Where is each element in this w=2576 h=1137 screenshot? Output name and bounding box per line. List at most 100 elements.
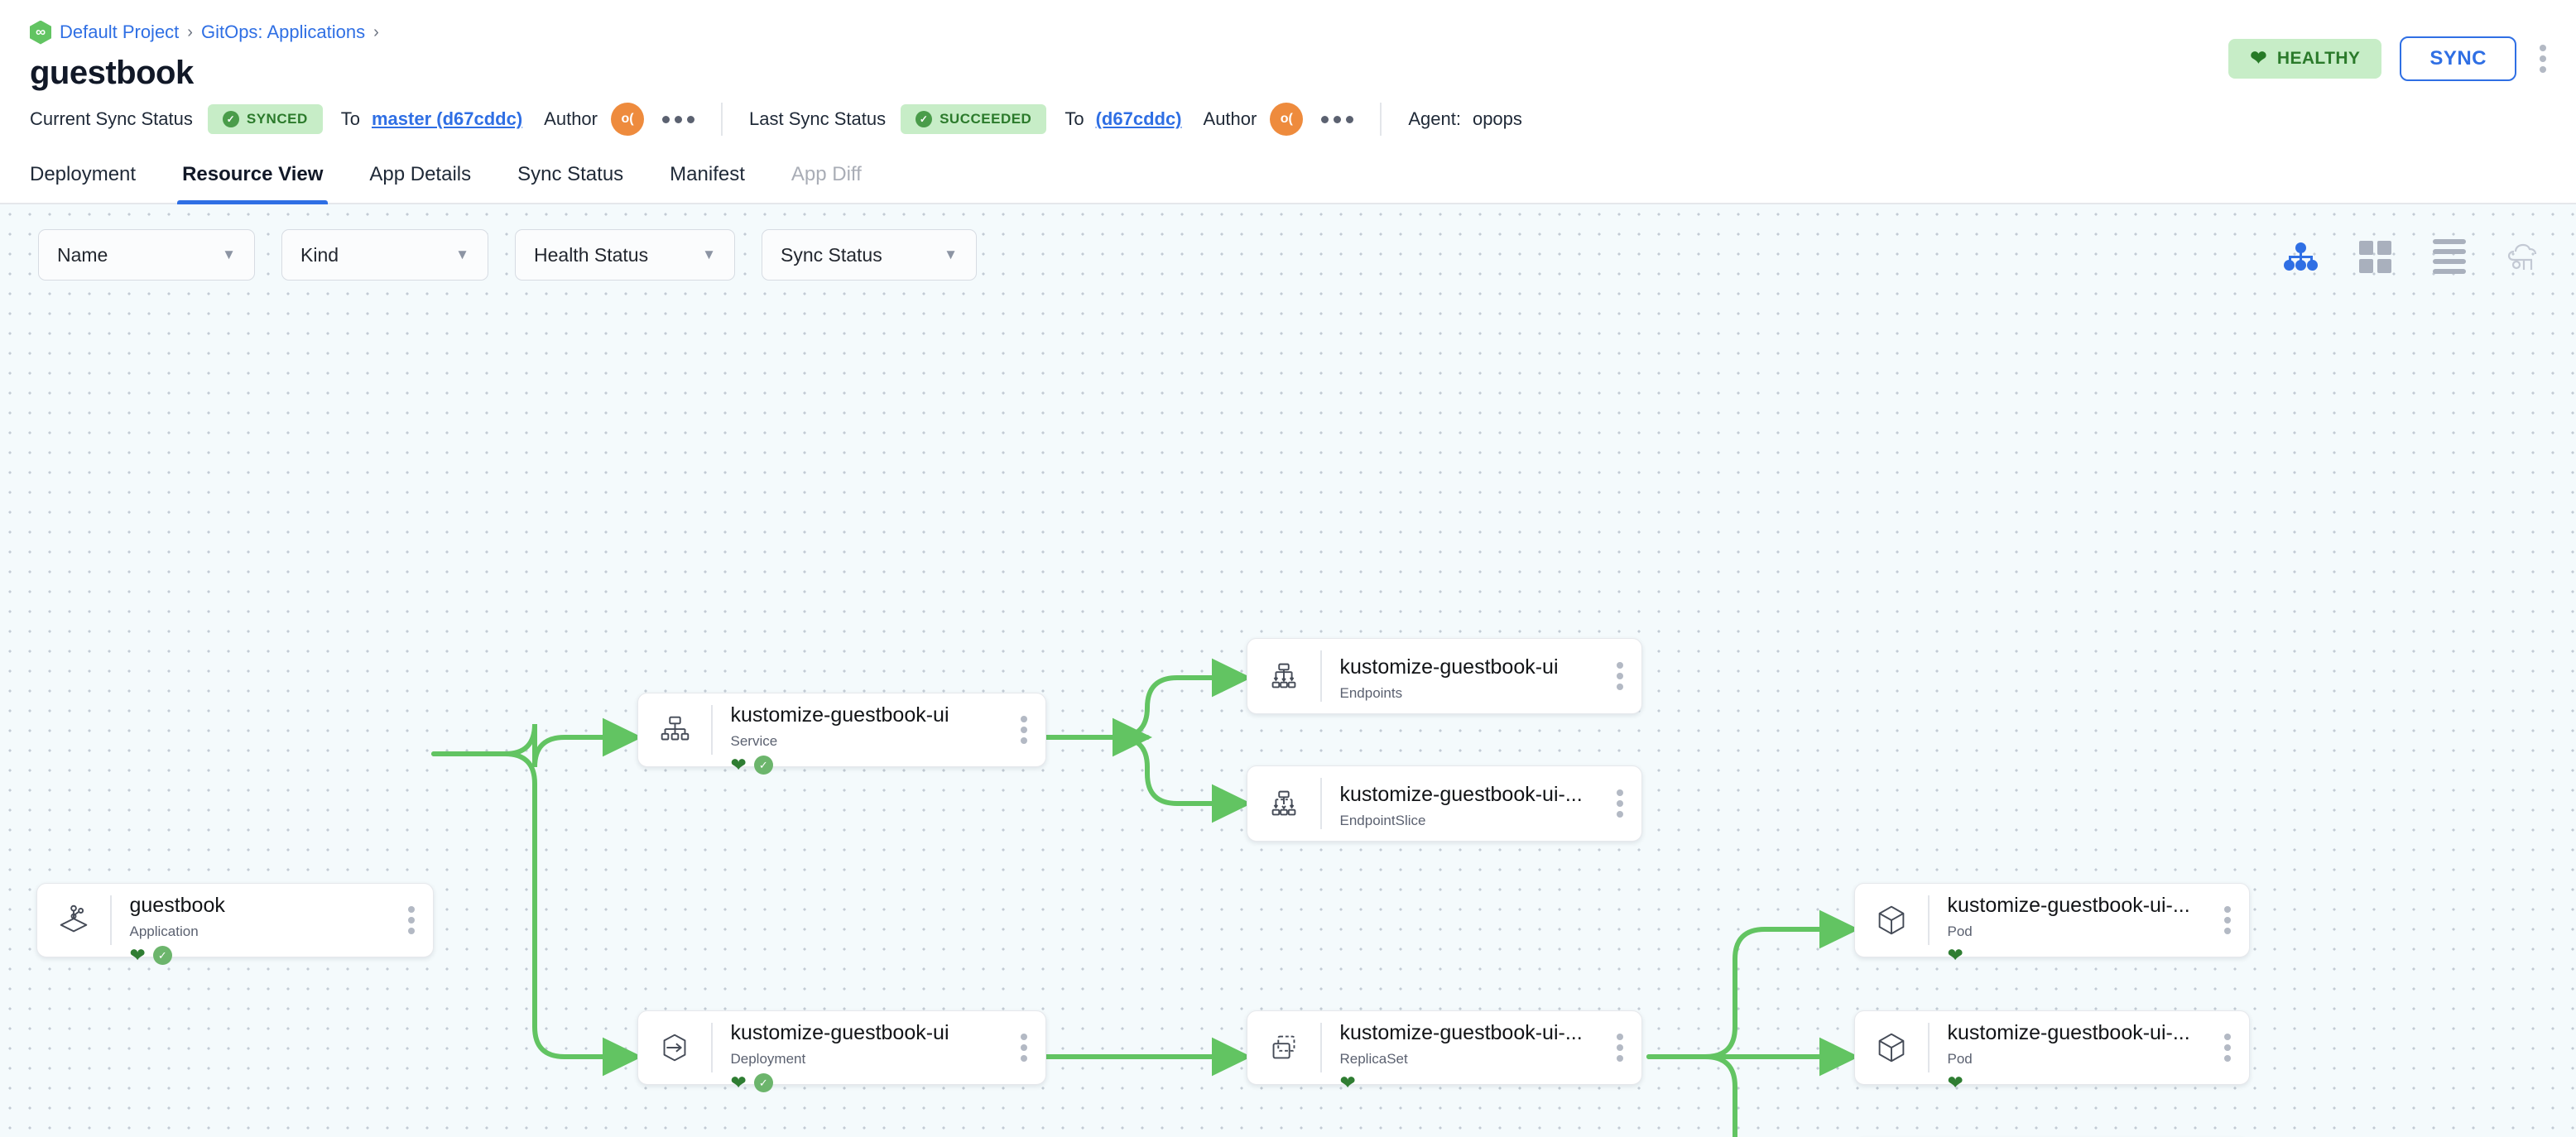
page-title: guestbook	[30, 55, 194, 91]
tab-sync-status[interactable]: Sync Status	[517, 163, 624, 185]
tree-view-icon[interactable]	[2281, 239, 2319, 274]
node-badges: ❤ ✓	[731, 756, 1046, 775]
filter-bar: Name ▼ Kind ▼ Health Status ▼ Sync Statu…	[38, 229, 977, 281]
page-header: ∞ Default Project › GitOps: Applications…	[0, 0, 2576, 92]
node-menu-icon[interactable]	[1613, 1030, 1627, 1065]
health-heart-icon: ❤	[1339, 1072, 1356, 1094]
health-badge-label: HEALTHY	[2276, 49, 2361, 68]
breadcrumb-separator: ›	[187, 22, 193, 41]
filter-sync-status-label: Sync Status	[781, 243, 882, 266]
node-kind: Service	[730, 732, 778, 749]
last-revision-link[interactable]: (d67cddc)	[1095, 108, 1182, 129]
node-badges: ❤ ✓	[130, 946, 434, 966]
health-heart-icon: ❤	[730, 754, 747, 776]
sync-check-icon: ✓	[753, 756, 773, 775]
sync-check-icon: ✓	[152, 946, 172, 966]
hexagon-infinity-icon: ∞	[30, 20, 51, 45]
last-to-label: To	[1065, 108, 1084, 129]
status-bar: Current Sync Status ✓ SYNCED To master (…	[0, 92, 2576, 146]
pod-icon	[1855, 1011, 1928, 1084]
divider	[711, 705, 713, 755]
list-view-icon[interactable]	[2430, 239, 2468, 274]
divider	[1928, 895, 1930, 945]
divider	[1928, 1023, 1930, 1072]
endpointslice-icon	[1247, 766, 1320, 841]
graph-node-deployment[interactable]: kustomize-guestbook-ui Deployment ❤ ✓	[637, 1010, 1046, 1093]
node-menu-icon[interactable]	[2221, 1030, 2234, 1065]
graph-node-replicaset[interactable]: kustomize-guestbook-ui-... ReplicaSet ❤	[1247, 1010, 1642, 1092]
divider	[1380, 103, 1382, 136]
kebab-vertical-icon[interactable]	[2535, 40, 2551, 78]
node-kind: Deployment	[730, 1050, 806, 1067]
tab-deployment[interactable]: Deployment	[30, 163, 137, 185]
tab-app-diff: App Diff	[791, 163, 862, 185]
filter-name-select[interactable]: Name ▼	[38, 229, 255, 281]
current-sync-status-chip-label: SYNCED	[246, 111, 308, 127]
kebab-horizontal-icon[interactable]	[1321, 115, 1354, 123]
node-menu-icon[interactable]	[1613, 659, 1627, 693]
node-badges: ❤	[1948, 946, 2250, 966]
node-kind: Pod	[1947, 923, 1973, 939]
node-title: kustomize-guestbook-ui	[730, 1021, 949, 1044]
tab-app-details[interactable]: App Details	[369, 163, 472, 185]
node-title: kustomize-guestbook-ui-...	[1339, 1021, 1583, 1044]
filter-health-status-select[interactable]: Health Status ▼	[515, 229, 735, 281]
network-view-icon[interactable]	[2505, 239, 2543, 274]
current-to-label: To	[340, 108, 360, 129]
divider	[721, 103, 723, 136]
pod-icon	[1855, 884, 1928, 957]
graph-node-pod[interactable]: kustomize-guestbook-ui-... Pod ❤	[1854, 883, 2250, 965]
breadcrumb-item-gitops-applications[interactable]: GitOps: Applications	[200, 22, 366, 42]
node-menu-icon[interactable]	[1613, 786, 1627, 821]
resource-graph-canvas[interactable]: Name ▼ Kind ▼ Health Status ▼ Sync Statu…	[0, 204, 2576, 1137]
graph-node-application[interactable]: guestbook Application ❤ ✓	[36, 883, 434, 966]
current-revision-link[interactable]: master (d67cddc)	[371, 108, 523, 129]
heart-icon: ❤	[2250, 47, 2267, 70]
header-actions: ❤ HEALTHY SYNC	[2228, 36, 2551, 81]
chevron-down-icon: ▼	[702, 247, 716, 262]
kebab-horizontal-icon[interactable]	[662, 115, 694, 123]
last-sync-status-label: Last Sync Status	[749, 108, 887, 129]
node-menu-icon[interactable]	[2221, 903, 2234, 938]
filter-health-status-label: Health Status	[534, 243, 649, 266]
tab-bar: Deployment Resource View App Details Syn…	[0, 146, 2576, 204]
filter-kind-select[interactable]: Kind ▼	[281, 229, 488, 281]
service-icon	[638, 693, 711, 766]
divider	[711, 1023, 713, 1072]
filter-sync-status-select[interactable]: Sync Status ▼	[762, 229, 977, 281]
node-title: kustomize-guestbook-ui-...	[1947, 894, 2190, 917]
last-author-label: Author	[1203, 108, 1257, 129]
replicaset-icon	[1247, 1011, 1320, 1084]
grid-view-icon[interactable]	[2356, 239, 2394, 274]
node-kind: EndpointSlice	[1339, 812, 1426, 828]
last-sync-status-chip-label: SUCCEEDED	[940, 111, 1032, 127]
node-menu-icon[interactable]	[1017, 712, 1031, 747]
breadcrumb-item-default-project[interactable]: Default Project	[60, 22, 180, 42]
divider	[110, 895, 112, 945]
node-kind: Endpoints	[1339, 684, 1403, 701]
current-sync-status-chip: ✓ SYNCED	[207, 104, 323, 134]
graph-node-endpointslice[interactable]: kustomize-guestbook-ui-... EndpointSlice	[1247, 765, 1642, 842]
graph-node-endpoints[interactable]: kustomize-guestbook-ui Endpoints	[1247, 638, 1642, 714]
node-title: kustomize-guestbook-ui	[1339, 655, 1559, 679]
node-menu-icon[interactable]	[1017, 1030, 1031, 1065]
chevron-down-icon: ▼	[944, 247, 958, 262]
agent-value: opops	[1472, 108, 1522, 129]
sync-button[interactable]: SYNC	[2400, 36, 2516, 81]
divider	[1320, 1023, 1322, 1072]
avatar[interactable]: o(	[1270, 103, 1304, 136]
tab-resource-view[interactable]: Resource View	[159, 163, 346, 204]
divider	[1320, 650, 1322, 702]
graph-node-service[interactable]: kustomize-guestbook-ui Service ❤ ✓	[637, 693, 1046, 775]
breadcrumb: ∞ Default Project › GitOps: Applications…	[30, 18, 2546, 46]
graph-node-pod[interactable]: kustomize-guestbook-ui-... Pod ❤	[1854, 1010, 2250, 1092]
filter-kind-label: Kind	[300, 243, 339, 266]
node-title: kustomize-guestbook-ui-...	[1339, 783, 1583, 806]
sync-check-icon: ✓	[753, 1073, 773, 1093]
avatar[interactable]: o(	[611, 103, 644, 136]
tab-manifest[interactable]: Manifest	[670, 163, 745, 185]
current-sync-status-label: Current Sync Status	[30, 108, 193, 129]
node-kind: Application	[129, 923, 199, 939]
check-circle-icon: ✓	[916, 111, 933, 127]
node-menu-icon[interactable]	[405, 903, 418, 938]
